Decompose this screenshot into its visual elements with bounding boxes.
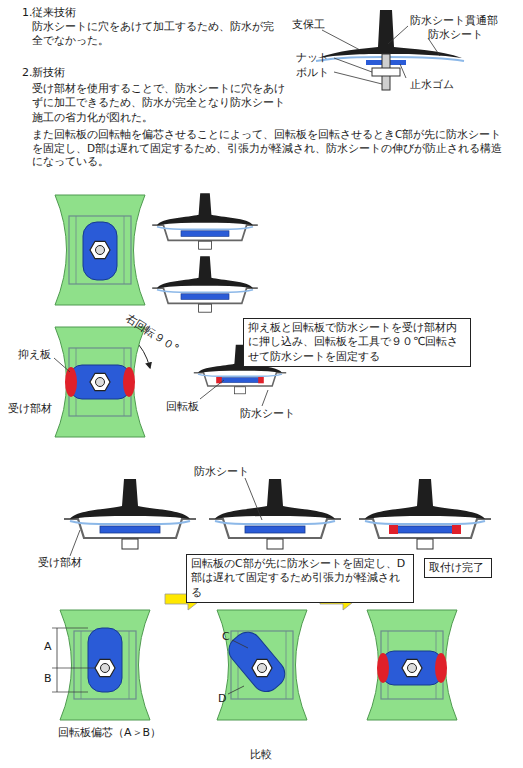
section-view bbox=[64, 479, 196, 549]
label: 防水シート bbox=[428, 28, 483, 42]
note-box: 抑え板と回転板で防水シートを受け部材内に押し込み、回転板を工具で９０℃回転させて… bbox=[243, 318, 471, 367]
label: 防水シート bbox=[240, 407, 295, 421]
plan-after-rotation bbox=[54, 327, 145, 437]
section-view bbox=[152, 256, 258, 312]
section-view bbox=[152, 193, 258, 249]
plan-eccentric bbox=[52, 610, 150, 720]
label: 止水ゴム bbox=[410, 78, 454, 92]
note-box: 回転板のC部が先に防水シートを固定し、D部は遅れて固定するため引張力が軽減される bbox=[186, 554, 414, 603]
plan-fixed bbox=[367, 610, 457, 720]
label: 回転板 bbox=[166, 400, 199, 414]
label: 受け部材を使用することで、防水シートに穴をあけずに加工できるため、防水が完全とな… bbox=[32, 82, 294, 125]
label: 支保工 bbox=[292, 18, 325, 32]
label: ボルト bbox=[296, 66, 329, 80]
label: 2.新技術 bbox=[22, 66, 66, 80]
label: 回転板偏芯（A＞B） bbox=[58, 726, 161, 740]
section-view-fixed bbox=[359, 479, 491, 549]
label: 1.従来技術 bbox=[22, 6, 77, 20]
label: 防水シートに穴をあけて加工するため、防水が完全でなかった。 bbox=[32, 20, 274, 49]
label: 受け部材 bbox=[38, 556, 82, 570]
label: 防水シート bbox=[194, 465, 249, 479]
label: 防水シート貫通部 bbox=[410, 14, 498, 28]
label: B bbox=[44, 672, 52, 686]
label: 比較 bbox=[250, 748, 272, 762]
label: C bbox=[222, 630, 230, 644]
label: また回転板の回転軸を偏芯させることによって、回転板を回転させるときC部が先に防水… bbox=[32, 128, 508, 169]
note-box: 取付け完了 bbox=[424, 558, 492, 578]
note-text: 取付け完了 bbox=[429, 561, 487, 575]
plan-rotating bbox=[217, 610, 307, 720]
leader-line bbox=[262, 390, 268, 406]
note-text: 抑え板と回転板で防水シートを受け部材内に押し込み、回転板を工具で９０℃回転させて… bbox=[248, 321, 466, 364]
leader-line bbox=[70, 530, 80, 556]
plan-before-rotation bbox=[55, 195, 145, 305]
leader-line bbox=[200, 380, 224, 399]
label: D bbox=[218, 692, 226, 706]
section-view bbox=[209, 479, 341, 549]
label: ナット bbox=[296, 51, 329, 65]
label: A bbox=[44, 640, 52, 654]
label: 抑え板 bbox=[18, 348, 51, 362]
note-text: 回転板のC部が先に防水シートを固定し、D部は遅れて固定するため引張力が軽減される bbox=[191, 557, 409, 600]
leader-line bbox=[245, 478, 262, 520]
label: 受け部材 bbox=[8, 402, 52, 416]
